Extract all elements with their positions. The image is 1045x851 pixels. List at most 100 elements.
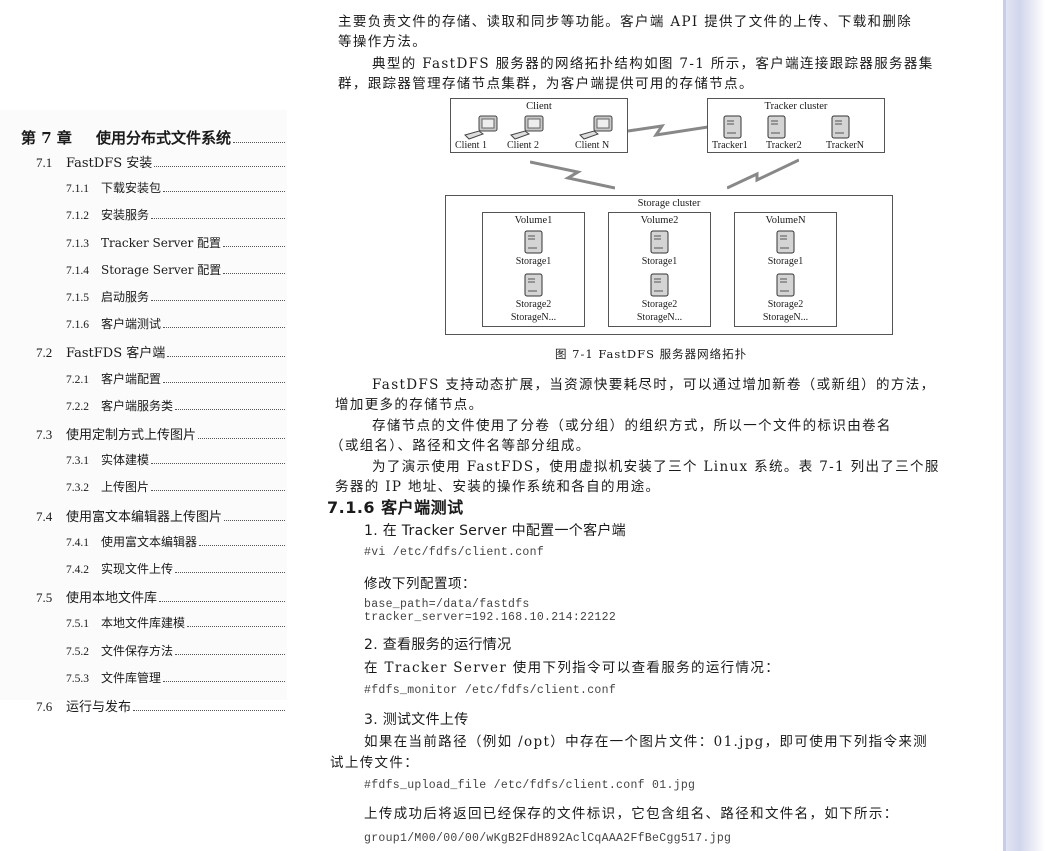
network-topology-diagram: Client Client 1 Client 2 Client N Tracke… <box>445 95 895 335</box>
toc-entry[interactable]: 7.6运行与发布163 <box>0 696 997 851</box>
toc-entry-number: 7.1.6 <box>66 319 89 332</box>
computer-icon <box>464 115 498 140</box>
lightning-link-icon <box>530 160 615 190</box>
toc-entry-number: 7.1.4 <box>66 264 89 277</box>
volume-title: Volume2 <box>640 215 679 226</box>
server-icon <box>523 272 545 302</box>
toc-entry-number: 7.2.2 <box>66 400 89 413</box>
toc-entry-number: 7.5.3 <box>66 672 89 685</box>
toc-leader-dots <box>175 653 285 655</box>
step-heading: 1. 在 Tracker Server 中配置一个客户端 <box>364 523 626 539</box>
code-line: #fdfs_monitor /etc/fdfs/client.conf <box>364 684 617 697</box>
toc-entry-number: 7.4.1 <box>66 536 89 549</box>
toc-entry-number: 7.1.2 <box>66 210 89 223</box>
toc-entry-title: 实体建模 <box>101 453 150 468</box>
server-icon <box>723 115 742 139</box>
toc-leader-dots <box>167 356 285 358</box>
toc-chapter[interactable]: 第 7 章 使用分布式文件系统 139 <box>0 127 997 851</box>
toc-entry[interactable]: 7.3.1实体建模151 <box>0 451 997 851</box>
toc-leader-dots <box>223 272 285 274</box>
server-icon <box>831 115 850 139</box>
tracker-cluster-box: Tracker cluster Tracker1 Tracker2 Tracke… <box>707 98 885 153</box>
toc-entry-number: 7.5 <box>36 590 53 606</box>
code-line: #vi /etc/fdfs/client.conf <box>364 546 545 559</box>
toc-entry-title: Tracker Server 配置 <box>101 235 222 250</box>
toc-leader-dots <box>163 327 285 329</box>
toc-entry[interactable]: 7.5使用本地文件库158 <box>0 587 997 851</box>
server-icon <box>775 272 797 302</box>
storage-more-label: StorageN... <box>510 312 557 323</box>
toc-leader-dots <box>175 572 285 573</box>
toc-entry-title: 启动服务 <box>101 290 150 304</box>
step-text: 修改下列配置项： <box>364 576 476 592</box>
storage-label: Storage1 <box>767 256 804 267</box>
tracker-cluster-title: Tracker cluster <box>764 101 828 112</box>
toc-leader-dots <box>187 626 285 628</box>
toc-leader-dots <box>151 300 285 301</box>
toc-entry-number: 7.3.2 <box>66 482 89 495</box>
toc-entry-title: FastFDS 客户端 <box>66 346 166 362</box>
toc-entry-title: 客户端配置 <box>101 371 162 386</box>
toc-entry-title: Storage Server 配置 <box>101 262 222 277</box>
storage-label: Storage2 <box>767 299 804 310</box>
toc-entry-title: FastDFS 安装 <box>66 156 153 171</box>
step-text: 在 Tracker Server 使用下列指令可以查看服务的运行情况： <box>364 660 781 676</box>
page-edge-shadow <box>1003 0 1045 851</box>
toc-leader-dots <box>199 544 285 546</box>
toc-leader-dots <box>154 166 285 167</box>
toc-entry-number: 7.1.1 <box>66 183 89 196</box>
toc-entry[interactable]: 7.5.3文件库管理161 <box>0 668 997 851</box>
toc-entry[interactable]: 7.1.6客户端测试148 <box>0 315 997 851</box>
toc-leader-dots <box>163 381 285 383</box>
toc-entry-number: 7.1 <box>36 155 53 170</box>
toc-entry[interactable]: 7.5.2文件保存方法159 <box>0 641 997 851</box>
toc-entry-title: 运行与发布 <box>66 700 132 715</box>
storage-cluster-title: Storage cluster <box>637 198 701 209</box>
computer-icon <box>510 115 544 140</box>
figure-caption: 图 7-1 FastDFS 服务器网络拓扑 <box>555 347 748 361</box>
computer-icon <box>579 115 613 140</box>
toc-entry[interactable]: 7.2.1客户端配置150 <box>0 369 997 851</box>
server-icon <box>523 229 545 259</box>
toc-leader-dots <box>151 490 285 492</box>
paragraph-line: FastDFS 支持动态扩展，当资源快要耗尽时，可以通过增加新卷（或新组）的方法… <box>372 377 936 393</box>
toc-entry-title: 安装服务 <box>101 208 150 223</box>
toc-leader-dots <box>224 519 285 521</box>
toc-entry-title: 实现文件上传 <box>101 562 174 576</box>
toc-leader-dots <box>151 463 285 465</box>
toc-entry[interactable]: 7.4.1使用富文本编辑器156 <box>0 532 997 851</box>
server-icon <box>775 229 797 259</box>
storage-label: Storage1 <box>515 256 552 267</box>
client-cluster-title: Client <box>526 101 552 112</box>
toc-entry[interactable]: 7.4使用富文本编辑器上传图片156 <box>0 505 997 851</box>
volume-title: VolumeN <box>765 215 806 226</box>
code-line: tracker_server=192.168.10.214:22122 <box>364 611 617 624</box>
paragraph-line: 存储节点的文件使用了分卷（或分组）的组织方式，所以一个文件的标识由卷名 <box>372 418 892 434</box>
server-icon <box>649 229 671 259</box>
toc-entry[interactable]: 7.4.2实现文件上传157 <box>0 560 997 851</box>
toc-entry[interactable]: 7.1.5启动服务148 <box>0 288 997 851</box>
toc-leader-dots <box>151 218 285 220</box>
toc-entry-title: 使用富文本编辑器上传图片 <box>66 509 223 525</box>
toc-entry[interactable]: 7.5.1本地文件库建模159 <box>0 614 997 851</box>
toc-entry[interactable]: 7.3使用定制方式上传图片151 <box>0 424 997 851</box>
toc-entry[interactable]: 7.3.2上传图片152 <box>0 478 997 851</box>
toc-entry-number: 7.2.1 <box>66 373 89 386</box>
toc-entry[interactable]: 7.1.2安装服务141 <box>0 206 997 851</box>
lightning-link-icon <box>727 158 799 190</box>
toc-chapter-title: 使用分布式文件系统 <box>96 129 232 147</box>
step-text: 如果在当前路径（例如 /opt）中存在一个图片文件：01.jpg，即可使用下列指… <box>364 734 929 750</box>
lightning-link-icon <box>628 124 708 138</box>
toc-entry[interactable]: 7.1.1下载安装包141 <box>0 179 997 851</box>
toc-entry-title: 文件库管理 <box>101 670 162 685</box>
toc-entry[interactable]: 7.2.2客户端服务类150 <box>0 396 997 851</box>
client-2-label: Client 2 <box>507 140 539 151</box>
toc-entry-number: 7.5.1 <box>66 618 89 631</box>
